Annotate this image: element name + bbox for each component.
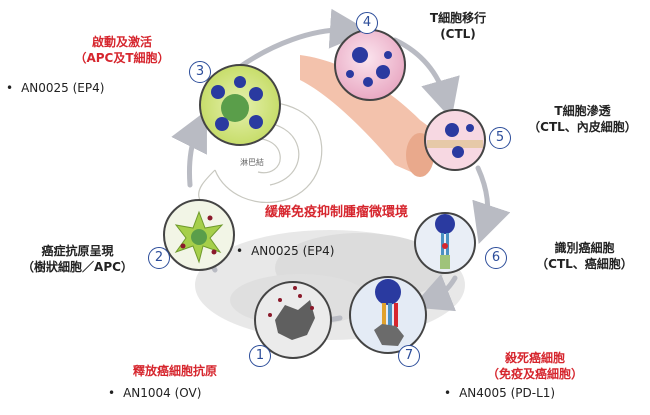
step7-title-line1: 殺死癌細胞 xyxy=(504,351,565,365)
step2-title-line1: 癌症抗原呈現 xyxy=(41,244,114,258)
step7-title: 殺死癌細胞 （免疫及癌細胞） xyxy=(470,350,600,382)
step-number-6: 6 xyxy=(485,247,507,269)
step4-title: T細胞移行 (CTL) xyxy=(418,10,498,42)
step5-title-line2: （CTL、內皮細胞） xyxy=(528,120,637,134)
step3-title-line1: 啟動及激活 xyxy=(91,35,152,49)
step5-title: T細胞滲透 （CTL、內皮細胞） xyxy=(520,103,645,135)
step-number-5: 5 xyxy=(489,127,511,149)
step5-title-line1: T細胞滲透 xyxy=(554,104,611,118)
step3-item: AN0025 (EP4) xyxy=(6,80,104,96)
step6-title-line1: 識別癌細胞 xyxy=(554,241,615,255)
step3-cell-circle xyxy=(199,64,281,146)
step2-cell-circle xyxy=(163,199,235,271)
step7-cell-circle xyxy=(349,276,427,354)
step4-cell-circle xyxy=(334,29,406,101)
step7-item: AN4005 (PD-L1) xyxy=(444,385,555,401)
step1-title: 釋放癌細胞抗原 xyxy=(133,364,218,378)
step5-cell-circle xyxy=(424,109,486,171)
step3-title-line2: （APC及T細胞） xyxy=(74,51,170,65)
step7-title-line2: （免疫及癌細胞） xyxy=(486,367,583,381)
step1-item: AN1004 (OV) xyxy=(108,385,201,401)
step-number-7: 7 xyxy=(398,345,420,367)
step3-title: 啟動及激活 （APC及T細胞） xyxy=(62,34,182,66)
step6-cell-circle xyxy=(414,212,476,274)
step6-title-line2: （CTL、癌細胞） xyxy=(536,257,633,271)
center-item: AN0025 (EP4) xyxy=(236,243,334,259)
lymph-node-label: 淋巴結 xyxy=(240,158,264,167)
step4-title-line1: T細胞移行 xyxy=(429,11,487,25)
step2-title-line2: （樹狀細胞／APC） xyxy=(22,260,133,274)
step2-title: 癌症抗原呈現 （樹狀細胞／APC） xyxy=(10,243,145,275)
center-title: 緩解免疫抑制腫瘤微環境 xyxy=(265,205,409,220)
step6-title: 識別癌細胞 （CTL、癌細胞） xyxy=(522,240,647,272)
step-number-1: 1 xyxy=(249,345,271,367)
step-number-2: 2 xyxy=(148,247,170,269)
step-number-4: 4 xyxy=(356,12,378,34)
step-number-3: 3 xyxy=(189,61,211,83)
step1-cell-circle xyxy=(254,281,332,359)
step4-title-line2: (CTL) xyxy=(440,27,476,41)
